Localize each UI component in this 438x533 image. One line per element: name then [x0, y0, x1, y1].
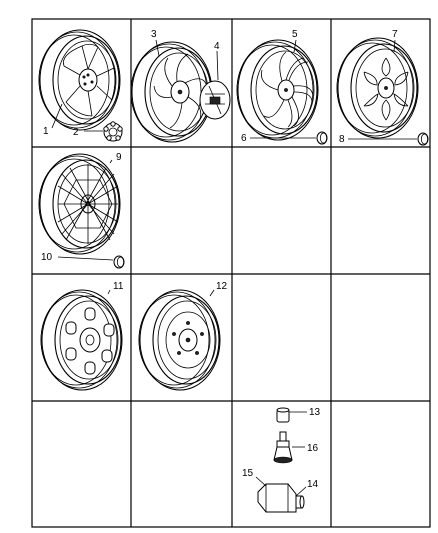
cap-4	[199, 80, 231, 120]
wheel-12	[138, 289, 221, 391]
callout-8: 8	[339, 134, 345, 145]
wheel-11	[40, 289, 123, 391]
cap-6	[316, 131, 328, 145]
callout-4: 4	[214, 41, 220, 52]
cap-8	[417, 132, 429, 146]
callout-12: 12	[216, 281, 228, 292]
callout-6: 6	[241, 133, 247, 144]
callout-13: 13	[309, 407, 321, 418]
wheel-1	[38, 29, 121, 131]
wheel-5	[236, 39, 319, 141]
callout-10: 10	[41, 252, 53, 263]
callout-5: 5	[292, 29, 298, 40]
callout-15: 15	[242, 468, 254, 479]
callout-7: 7	[392, 29, 398, 40]
valve-cap-13	[276, 407, 290, 423]
callout-1: 1	[43, 126, 49, 137]
lug-nut-14	[257, 483, 305, 513]
wheel-9	[38, 153, 121, 255]
wheel-3	[130, 41, 213, 143]
callout-11: 11	[113, 281, 124, 292]
callout-9: 9	[116, 152, 122, 163]
cap-10	[113, 255, 125, 269]
wheel-7	[336, 37, 419, 139]
callout-3: 3	[151, 29, 157, 40]
callout-16: 16	[307, 443, 319, 454]
callout-14: 14	[307, 479, 319, 490]
cap-2	[103, 121, 123, 142]
callout-2: 2	[73, 127, 79, 138]
grid	[31, 18, 431, 528]
valve-stem-16	[273, 431, 293, 464]
